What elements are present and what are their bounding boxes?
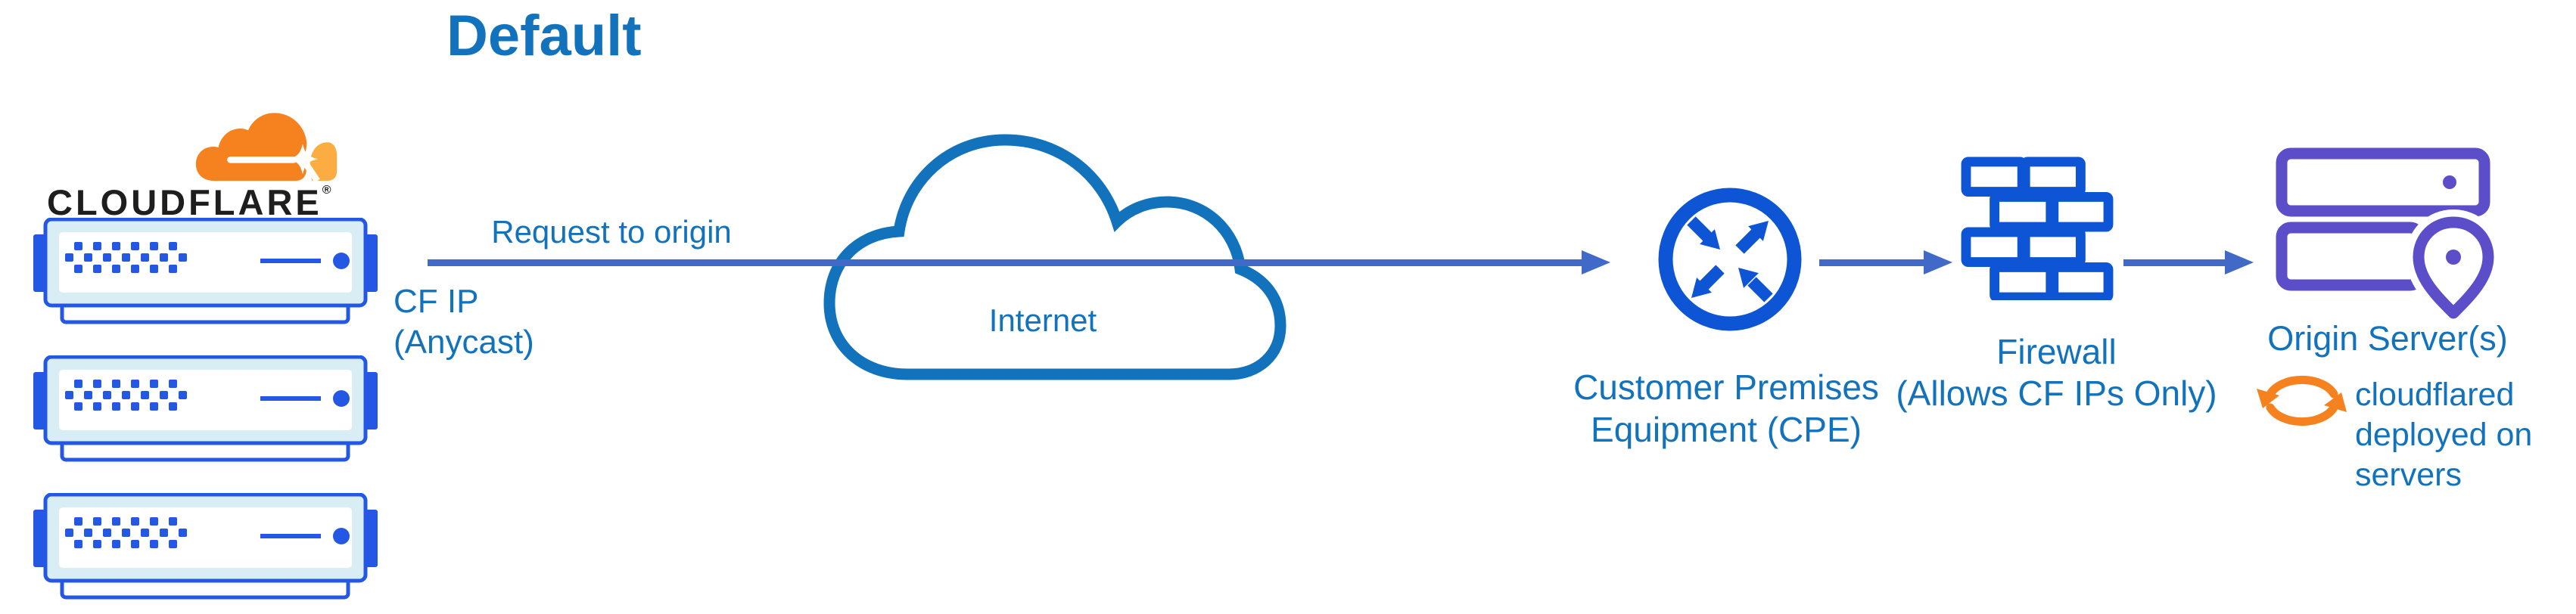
cloudflare-logo-cloud-icon (195, 113, 338, 183)
cloudflare-wordmark-text: CLOUDFLARE (47, 182, 322, 222)
router-icon (1658, 188, 1802, 331)
origin-servers-label: Origin Server(s) (2267, 319, 2508, 358)
cpe-to-firewall-line (1819, 259, 1925, 266)
firewall-label-line2: (Allows CF IPs Only) (1896, 374, 2217, 413)
cloudflared-note-line2: deployed on (2355, 417, 2533, 453)
origin-servers-icon (2276, 147, 2496, 322)
cpe-label: Customer Premises Equipment (CPE) (1556, 366, 1896, 451)
firewall-label: Firewall (Allows CF IPs Only) (1888, 331, 2225, 414)
request-to-origin-label: Request to origin (491, 214, 732, 250)
arrow-right-icon (1924, 250, 1952, 274)
cloudflared-note: cloudflared deployed on servers (2355, 375, 2532, 495)
arrow-right-icon (2225, 250, 2254, 274)
request-flow-line (428, 259, 1583, 266)
edge-server-icon (33, 493, 378, 600)
anycast-line: (Anycast) (394, 324, 534, 361)
firewall-label-line1: Firewall (1996, 332, 2117, 371)
cloudflared-note-line1: cloudflared (2355, 377, 2515, 413)
cloudflared-note-line3: servers (2355, 457, 2462, 493)
firewall-to-origin-line (2123, 259, 2226, 266)
page-title: Default (446, 4, 642, 68)
cpe-label-line2: Equipment (CPE) (1591, 410, 1862, 449)
sync-refresh-icon (2257, 375, 2347, 426)
firewall-icon (1961, 157, 2114, 300)
internet-label: Internet (988, 302, 1097, 338)
cloudflare-wordmark: CLOUDFLARE® (47, 181, 331, 223)
arrow-right-icon (1582, 250, 1610, 274)
location-pin-icon (2413, 216, 2494, 319)
internet-cloud-icon (823, 134, 1286, 380)
cf-ip-line: CF IP (394, 283, 479, 320)
edge-server-icon (33, 218, 378, 324)
edge-server-icon (33, 355, 378, 462)
cpe-label-line1: Customer Premises (1573, 367, 1879, 407)
registered-trademark-symbol: ® (322, 184, 331, 197)
cf-ip-anycast-label: CF IP (Anycast) (394, 281, 534, 363)
